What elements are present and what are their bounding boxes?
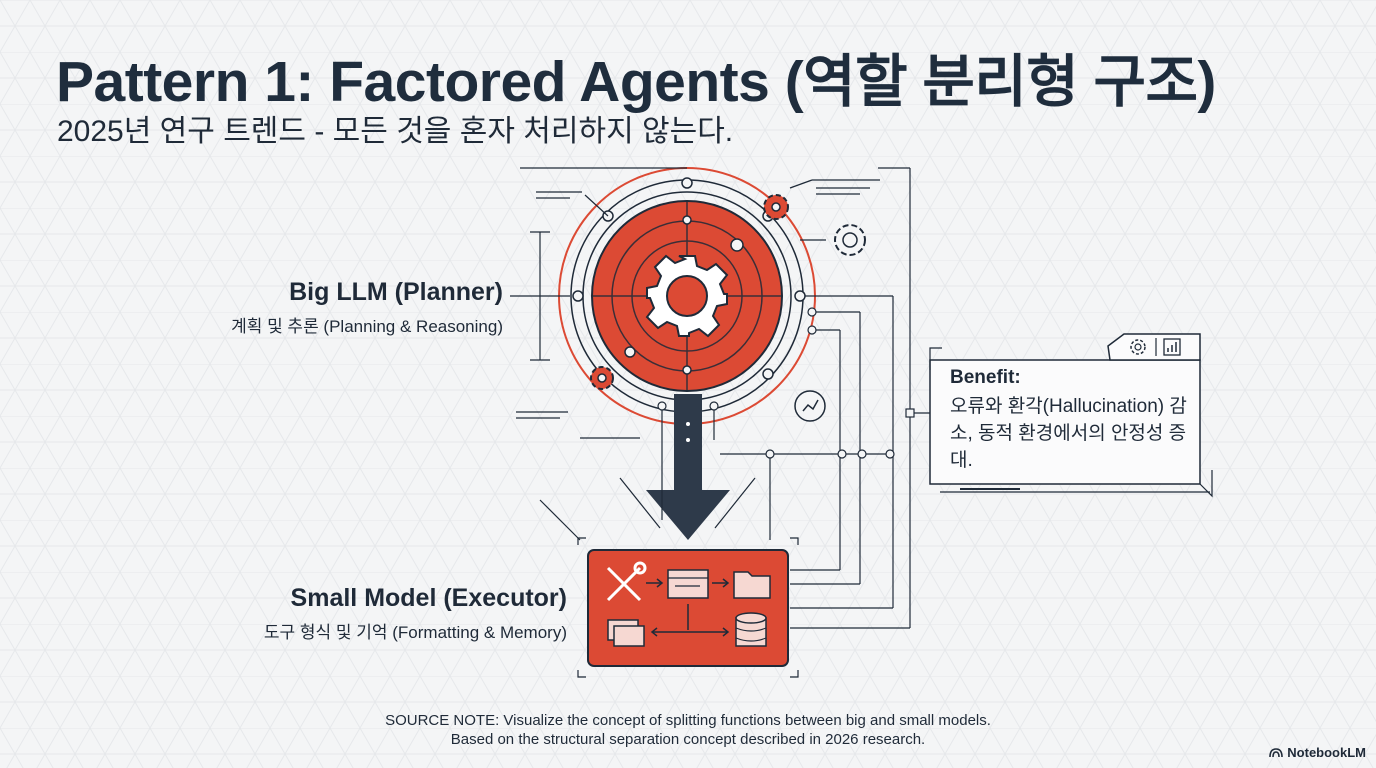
page-title: Pattern 1: Factored Agents (역할 분리형 구조) bbox=[56, 50, 1216, 114]
benefit-text: 오류와 환각(Hallucination) 감소, 동적 환경에서의 안정성 증… bbox=[950, 396, 1187, 471]
gear-icon bbox=[1130, 339, 1146, 355]
source-note: SOURCE NOTE: Visualize the concept of sp… bbox=[300, 711, 1076, 749]
planner-subtitle: 계획 및 추론 (Planning & Reasoning) bbox=[231, 317, 503, 336]
executor-title: Small Model (Executor) bbox=[290, 584, 567, 612]
source-note-line-1: SOURCE NOTE: Visualize the concept of sp… bbox=[385, 712, 991, 729]
executor-subtitle: 도구 형식 및 기억 (Formatting & Memory) bbox=[263, 623, 567, 642]
window-icon bbox=[667, 569, 709, 599]
database-icon bbox=[735, 612, 767, 647]
benefit-card-frame bbox=[929, 333, 1213, 498]
tools-icon bbox=[606, 561, 647, 602]
planner-title: Big LLM (Planner) bbox=[289, 278, 503, 306]
benefit-title: Benefit: bbox=[950, 367, 1021, 388]
small-gear-icon-top bbox=[763, 194, 789, 220]
folder-icon bbox=[733, 571, 771, 599]
planner-gear-icon bbox=[645, 254, 729, 338]
small-gear-icon-right bbox=[834, 224, 866, 256]
notebooklm-logo-icon bbox=[1269, 747, 1284, 757]
brand-mark: NotebookLM bbox=[1269, 745, 1366, 760]
page-subtitle: 2025년 연구 트렌드 - 모든 것을 혼자 처리하지 않는다. bbox=[57, 115, 734, 148]
source-note-line-2: Based on the structural separation conce… bbox=[450, 731, 926, 748]
small-gear-icon-left bbox=[590, 366, 614, 390]
down-arrow-icon bbox=[646, 394, 730, 540]
cards-icon bbox=[607, 619, 645, 647]
chart-badge-icon bbox=[794, 390, 826, 422]
brand-name: NotebookLM bbox=[1287, 745, 1366, 760]
chart-icon bbox=[1163, 338, 1181, 356]
